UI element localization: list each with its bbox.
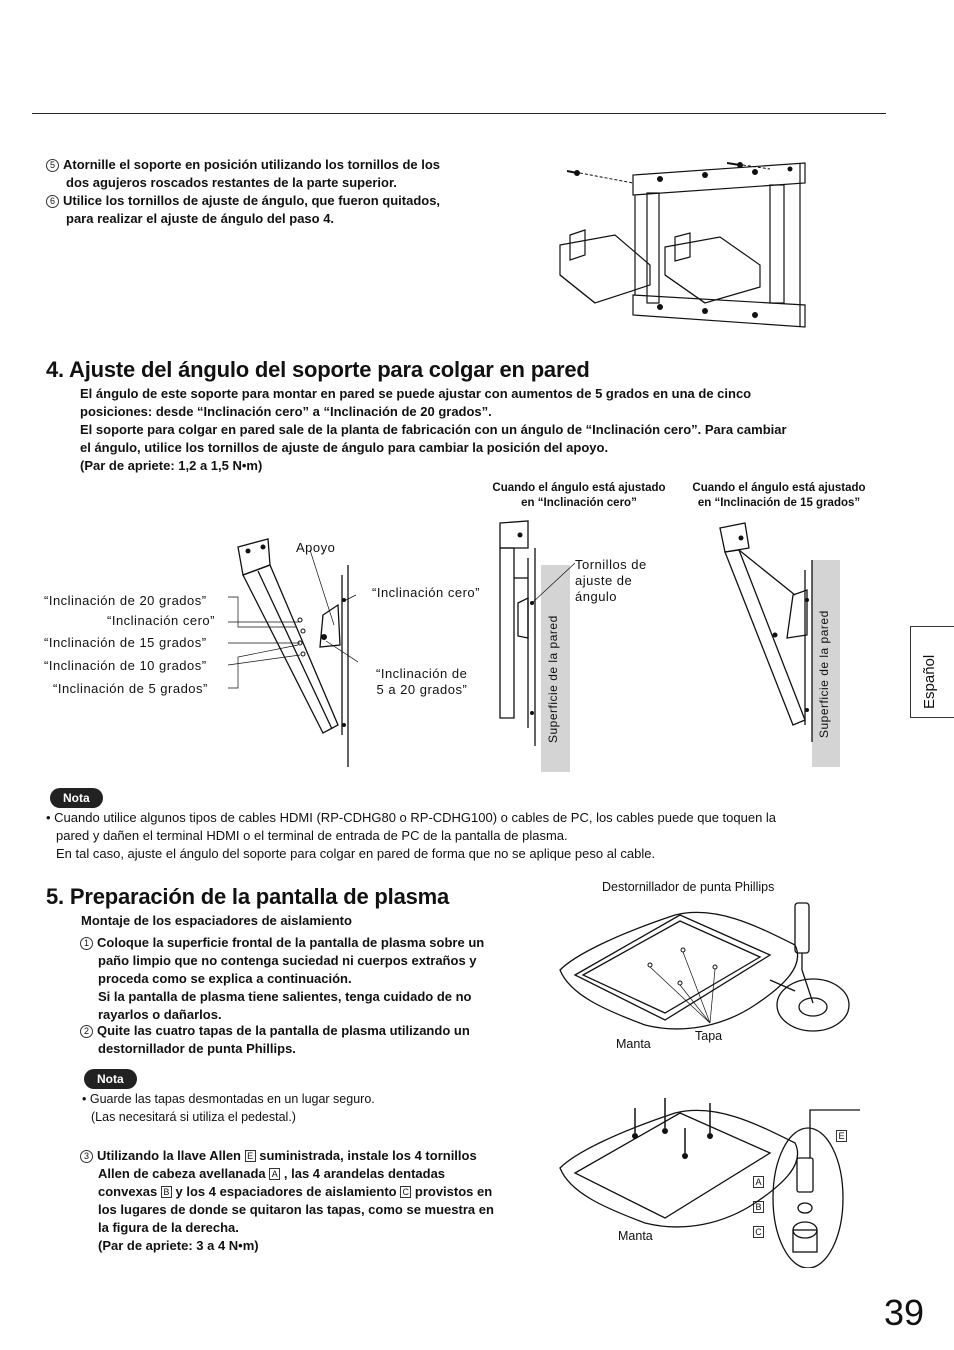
step-2: 2 Quite las cuatro tapas de la pantalla d… (80, 1022, 550, 1058)
nota-text: • Guarde las tapas desmontadas en un lug… (82, 1090, 375, 1126)
step-number: 3 (80, 1150, 93, 1163)
label-incl-0: “Inclinación cero” (107, 613, 215, 628)
label-destornillador: Destornillador de punta Phillips (602, 880, 775, 894)
part-label-a: A (753, 1176, 764, 1188)
step-text: Utilice los tornillos de ajuste de ángul… (63, 193, 441, 208)
label-incl-5: “Inclinación de 5 grados” (53, 681, 208, 696)
language-tab-label: Español (921, 654, 938, 709)
tilt-positions-diagram (228, 538, 358, 767)
caption-15-tilt: Cuando el ángulo está ajustado en “Incli… (682, 481, 876, 511)
nota-line: • Cuando utilice algunos tipos de cables… (46, 810, 777, 825)
key-e: E (244, 1150, 256, 1162)
step-text: Coloque la superficie frontal de la pant… (97, 935, 485, 950)
label-incl-15: “Inclinación de 15 grados” (44, 635, 207, 650)
torque-note: (Par de apriete: 3 a 4 N•m) (98, 1238, 259, 1253)
label-incl-10: “Inclinación de 10 grados” (44, 658, 207, 673)
label-line: “Inclinación de (376, 666, 468, 681)
paragraph-line: El soporte para colgar en pared sale de … (80, 422, 787, 437)
label-manta: Manta (618, 1229, 653, 1243)
caption-line: Cuando el ángulo está ajustado (692, 482, 866, 494)
label-incl-0-right: “Inclinación cero” (372, 585, 480, 600)
step-text: Atornille el soporte en posición utiliza… (63, 157, 441, 172)
section-4-title: 4. Ajuste del ángulo del soporte para co… (46, 357, 590, 382)
step-text: Quite las cuatro tapas de la pantalla de… (97, 1023, 470, 1038)
label-apoyo: Apoyo (296, 540, 336, 555)
step-text: la figura de la derecha. (98, 1220, 239, 1235)
step-text: dos agujeros roscados restantes de la pa… (66, 175, 397, 190)
nota-line: (Las necesitará si utiliza el pedestal.) (91, 1110, 296, 1124)
step-text: proceda como se explica a continuación. (98, 971, 352, 986)
install-spacers-illustration (559, 1098, 860, 1268)
key-c: C (400, 1186, 412, 1198)
remove-caps-illustration (559, 902, 850, 1032)
nota-badge: Nota (50, 788, 103, 808)
section-5-title: 5. Preparación de la pantalla de plasma (46, 884, 450, 909)
label-tornillos: Tornillos de ajuste de ángulo (575, 557, 647, 605)
nota-text: • Cuando utilice algunos tipos de cables… (46, 809, 906, 863)
header-rule (32, 113, 886, 114)
language-tab: Español (910, 626, 954, 718)
step-text: Si la pantalla de plasma tiene salientes… (98, 989, 472, 1004)
label-tapa: Tapa (695, 1029, 723, 1043)
label-manta: Manta (616, 1037, 651, 1051)
step-text: provistos en (414, 1184, 493, 1199)
torque-note: (Par de apriete: 1,2 a 1,5 N•m) (80, 458, 263, 473)
label-line: Tornillos de (575, 557, 647, 572)
step-text: suministrada, instale los 4 tornillos (259, 1148, 477, 1163)
step-text: destornillador de punta Phillips. (98, 1041, 296, 1056)
step-text: para realizar el ajuste de ángulo del pa… (66, 211, 335, 226)
wall-label: Superficie de la pared (817, 610, 831, 738)
part-label-e: E (836, 1130, 847, 1142)
zero-tilt-diagram (499, 520, 575, 746)
key-a: A (269, 1168, 281, 1180)
step-text: y los 4 espaciadores de aislamiento (175, 1184, 397, 1199)
fifteen-tilt-diagram (719, 522, 813, 742)
paragraph-line: posiciones: desde “Inclinación cero” a “… (80, 404, 492, 419)
label-line: 5 a 20 grados” (376, 682, 468, 697)
caption-line: en “Inclinación de 15 grados” (697, 497, 861, 509)
step-6: 6 Utilice los tornillos de ajuste de ángu… (46, 192, 506, 228)
step-text: , las 4 arandelas dentadas (283, 1166, 446, 1181)
step-text: paño limpio que no contenga suciedad ni … (98, 953, 477, 968)
wall-surface: Superficie de la pared (812, 560, 840, 767)
step-text: los lugares de donde se quitaron las tap… (98, 1202, 494, 1217)
wall-surface: Superficie de la pared (541, 565, 570, 772)
label-line: ángulo (575, 589, 618, 604)
nota-line: En tal caso, ajuste el ángulo del soport… (56, 846, 656, 861)
nota-badge: Nota (84, 1069, 137, 1089)
section-4-body: El ángulo de este soporte para montar en… (80, 385, 880, 475)
step-number: 1 (80, 937, 93, 950)
part-label-c: C (753, 1226, 764, 1238)
step-text: Allen de cabeza avellanada (98, 1166, 266, 1181)
step-1: 1 Coloque la superficie frontal de la pan… (80, 934, 550, 1024)
label-line: ajuste de (575, 573, 633, 588)
key-b: B (160, 1186, 172, 1198)
step-number: 6 (46, 195, 59, 208)
label-incl-20: “Inclinación de 20 grados” (44, 593, 207, 608)
step-text: Utilizando la llave Allen (97, 1148, 241, 1163)
step-text: rayarlos o dañarlos. (98, 1007, 222, 1022)
step-text: convexas (98, 1184, 158, 1199)
caption-line: en “Inclinación cero” (521, 497, 637, 509)
section-5-subtitle: Montaje de los espaciadores de aislamien… (81, 913, 352, 928)
step-number: 5 (46, 159, 59, 172)
step-number: 2 (80, 1025, 93, 1038)
caption-line: Cuando el ángulo está ajustado (492, 482, 666, 494)
part-label-b: B (753, 1201, 764, 1213)
nota-line: pared y dañen el terminal HDMI o el term… (56, 828, 568, 843)
bracket-mounting-illustration (559, 162, 806, 328)
label-incl-5-20: “Inclinación de 5 a 20 grados” (376, 666, 467, 698)
caption-zero-tilt: Cuando el ángulo está ajustado en “Incli… (482, 481, 676, 511)
page-number: 39 (884, 1292, 925, 1333)
paragraph-line: el ángulo, utilice los tornillos de ajus… (80, 440, 609, 455)
step-3: 3 Utilizando la llave Allen E suministrad… (80, 1147, 550, 1255)
step-5: 5 Atornille el soporte en posición utiliz… (46, 156, 506, 192)
nota-line: • Guarde las tapas desmontadas en un lug… (82, 1092, 375, 1106)
paragraph-line: El ángulo de este soporte para montar en… (80, 386, 752, 401)
